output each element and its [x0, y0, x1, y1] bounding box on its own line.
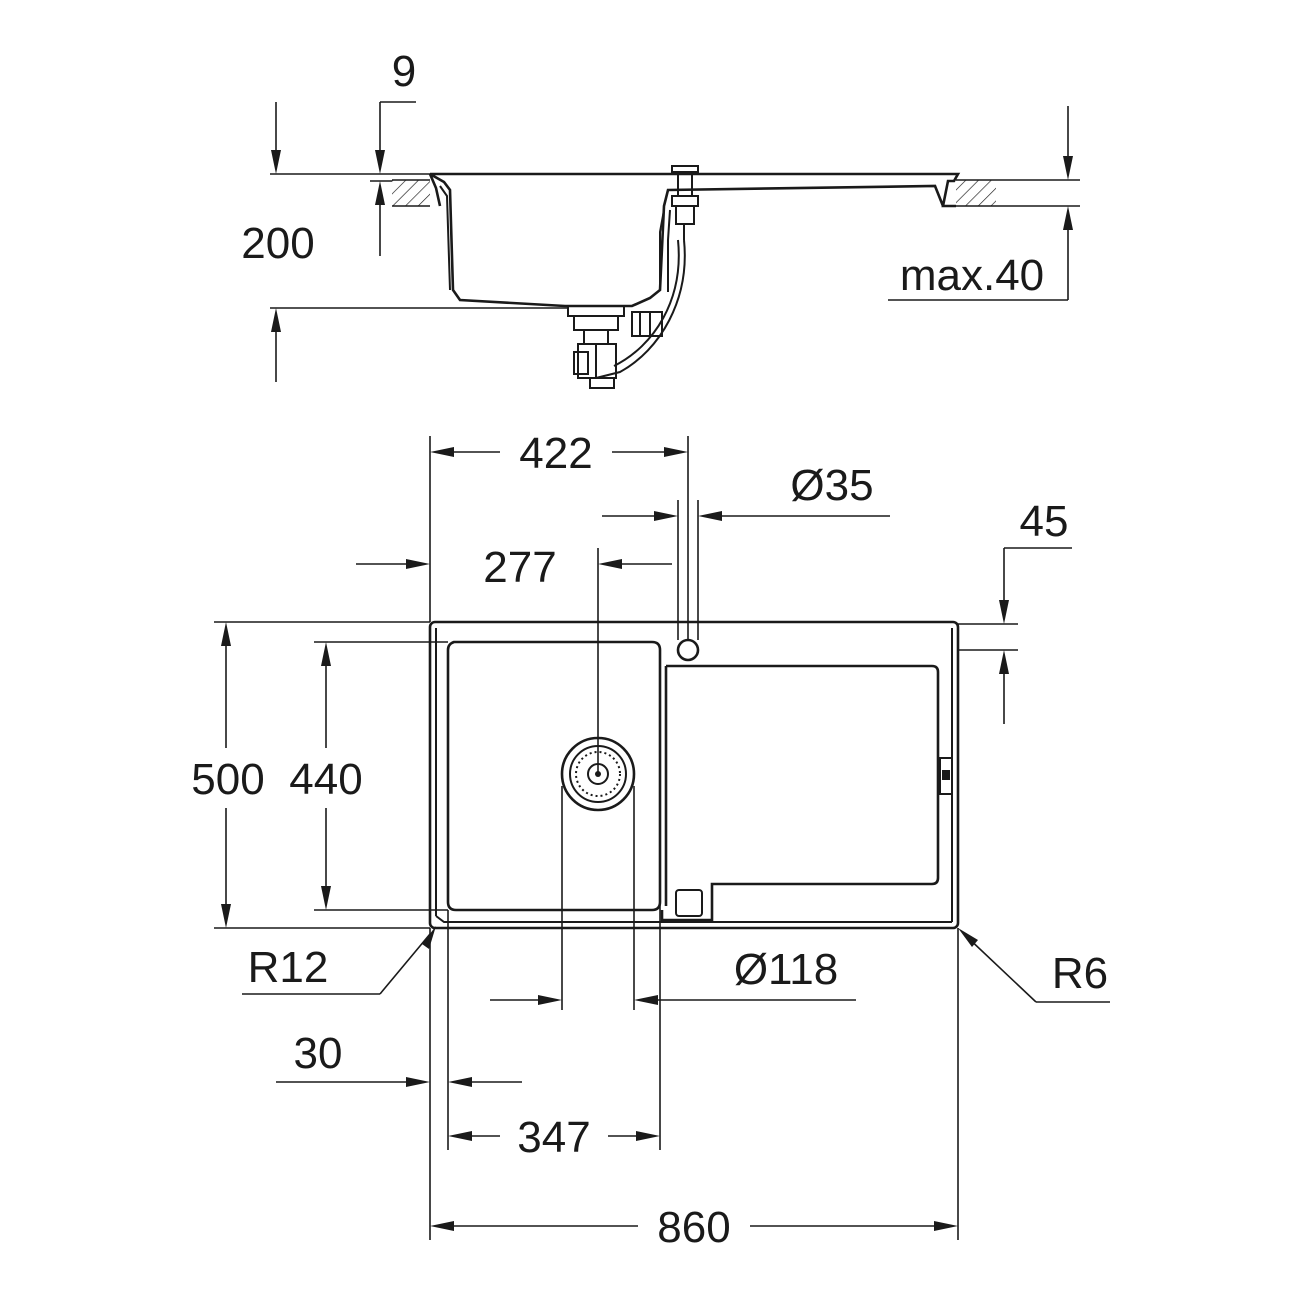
countertop-left-section [392, 180, 430, 206]
dim-35-label: Ø35 [790, 461, 873, 510]
dim-277-label: 277 [483, 543, 556, 592]
sink-outer-outline [428, 620, 960, 930]
top-view: 422 Ø35 277 45 500 [191, 429, 1110, 1252]
dim-860-label: 860 [657, 1203, 730, 1252]
dim-347-label: 347 [517, 1113, 590, 1162]
dim-45-label: 45 [1020, 497, 1069, 546]
dim-500-label: 500 [191, 755, 264, 804]
tap-hole [676, 638, 700, 662]
drainer-outline [660, 664, 940, 922]
dim-422-label: 422 [519, 429, 592, 478]
overflow-opening [675, 889, 703, 917]
dim-r6-label: R6 [1052, 949, 1108, 998]
bowl-outline [446, 640, 662, 912]
dim-440-label: 440 [289, 755, 362, 804]
dim-r12-label: R12 [248, 943, 329, 992]
countertop-right-section [956, 180, 996, 206]
dim-30-label: 30 [294, 1029, 343, 1078]
side-view: 9 200 max.40 [241, 47, 1080, 389]
sink-section-outline [428, 172, 961, 308]
dim-9-label: 9 [392, 47, 416, 96]
dim-200-label: 200 [241, 219, 314, 268]
dim-max40-label: max.40 [900, 251, 1044, 300]
dim-118-label: Ø118 [734, 945, 838, 994]
